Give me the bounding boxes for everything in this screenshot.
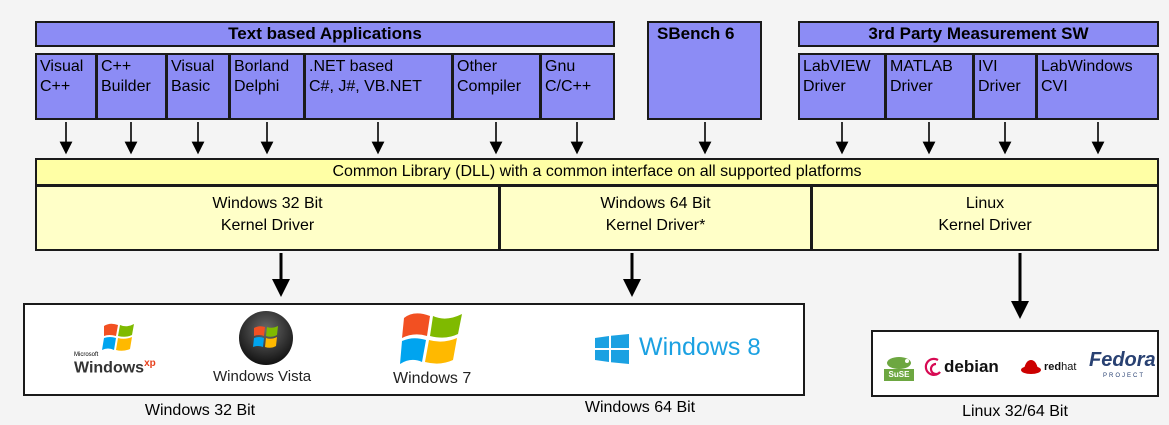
app-label: C++	[101, 58, 132, 75]
suse-text: SuSE	[884, 369, 914, 381]
fedora-project-text: PROJECT	[1103, 373, 1146, 379]
caption-linux: Linux 32/64 Bit	[962, 403, 1068, 420]
app-label: Delphi	[234, 78, 280, 95]
driver-label: Kernel Driver*	[605, 217, 706, 234]
vista-orb-icon	[239, 311, 293, 365]
app-label: .NET based	[309, 58, 394, 75]
app-label: Builder	[101, 78, 151, 95]
app-label: IVI	[978, 58, 998, 75]
app-matlab: MATLAB Driver	[885, 53, 974, 120]
app-label: Borland	[234, 58, 290, 75]
driver-label: Kernel Driver	[220, 217, 315, 234]
app-cpp-builder: C++ Builder	[96, 53, 167, 120]
vista-text: Windows Vista	[213, 368, 312, 385]
driver-label: Kernel Driver	[938, 217, 1032, 234]
app-label: LabWindows	[1041, 58, 1133, 75]
xp-superscript: xp	[144, 358, 156, 369]
third-party-header: 3rd Party Measurement SW	[798, 21, 1159, 47]
debian-swirl-icon	[924, 357, 941, 376]
fedora-text: Fedora	[1089, 349, 1156, 371]
redhat-hat-word: hat	[1061, 361, 1077, 373]
win8-number: 8	[747, 334, 761, 361]
app-label: Driver	[978, 78, 1021, 95]
redhat-red-word: red	[1044, 361, 1062, 373]
linux-os-box	[871, 330, 1159, 397]
app-label: Driver	[890, 78, 933, 95]
sbench-label: SBench 6	[657, 24, 735, 43]
app-label: Other	[457, 58, 498, 75]
win8-word: Windows	[639, 333, 741, 361]
redhat-logo: redhat	[1020, 356, 1090, 380]
windows-xp-text: Windowsxp	[74, 358, 156, 377]
app-label: Visual	[171, 58, 215, 75]
app-label: C++	[40, 78, 71, 95]
driver-label: Windows 32 Bit	[212, 195, 323, 212]
suse-logo: SuSE	[884, 353, 914, 385]
windows-vista-logo: Windows Vista	[208, 310, 328, 390]
app-label: Visual	[40, 58, 84, 75]
app-label: CVI	[1041, 78, 1068, 95]
app-label: C#, J#, VB.NET	[309, 78, 422, 95]
debian-text: debian	[944, 357, 999, 376]
windows8-tiles-icon	[595, 334, 629, 364]
app-label: Driver	[803, 78, 846, 95]
microsoft-small-text: Microsoft	[74, 352, 99, 358]
windows7-flag-icon	[400, 313, 462, 364]
xp-windows-word: Windows	[74, 359, 145, 377]
win7-text: Windows 7	[393, 370, 472, 387]
app-label: Basic	[171, 78, 211, 95]
app-label: LabVIEW	[803, 58, 871, 75]
suse-gecko-icon	[887, 357, 911, 369]
app-labview: LabVIEW Driver	[798, 53, 886, 120]
caption-win32: Windows 32 Bit	[144, 402, 256, 419]
app-label: MATLAB	[890, 58, 953, 75]
app-label: C/C++	[545, 78, 592, 95]
text-apps-header: Text based Applications	[35, 21, 615, 47]
redhat-hat-icon	[1021, 360, 1041, 374]
windows-xp-logo: Microsoft Windowsxp	[74, 320, 164, 380]
app-label: Compiler	[457, 78, 522, 95]
fedora-logo: Fedora PROJECT	[1089, 349, 1156, 383]
windows-flag-icon	[102, 323, 134, 351]
driver-label: Windows 64 Bit	[600, 195, 711, 212]
sbench-box: SBench 6	[647, 21, 762, 120]
caption-win64: Windows 64 Bit	[584, 399, 696, 416]
app-label: Gnu	[545, 58, 576, 75]
debian-logo: debian	[924, 354, 1014, 380]
redhat-text: redhat	[1044, 361, 1076, 373]
driver-label: Linux	[965, 195, 1005, 212]
windows-7-logo: Windows 7	[390, 308, 490, 393]
